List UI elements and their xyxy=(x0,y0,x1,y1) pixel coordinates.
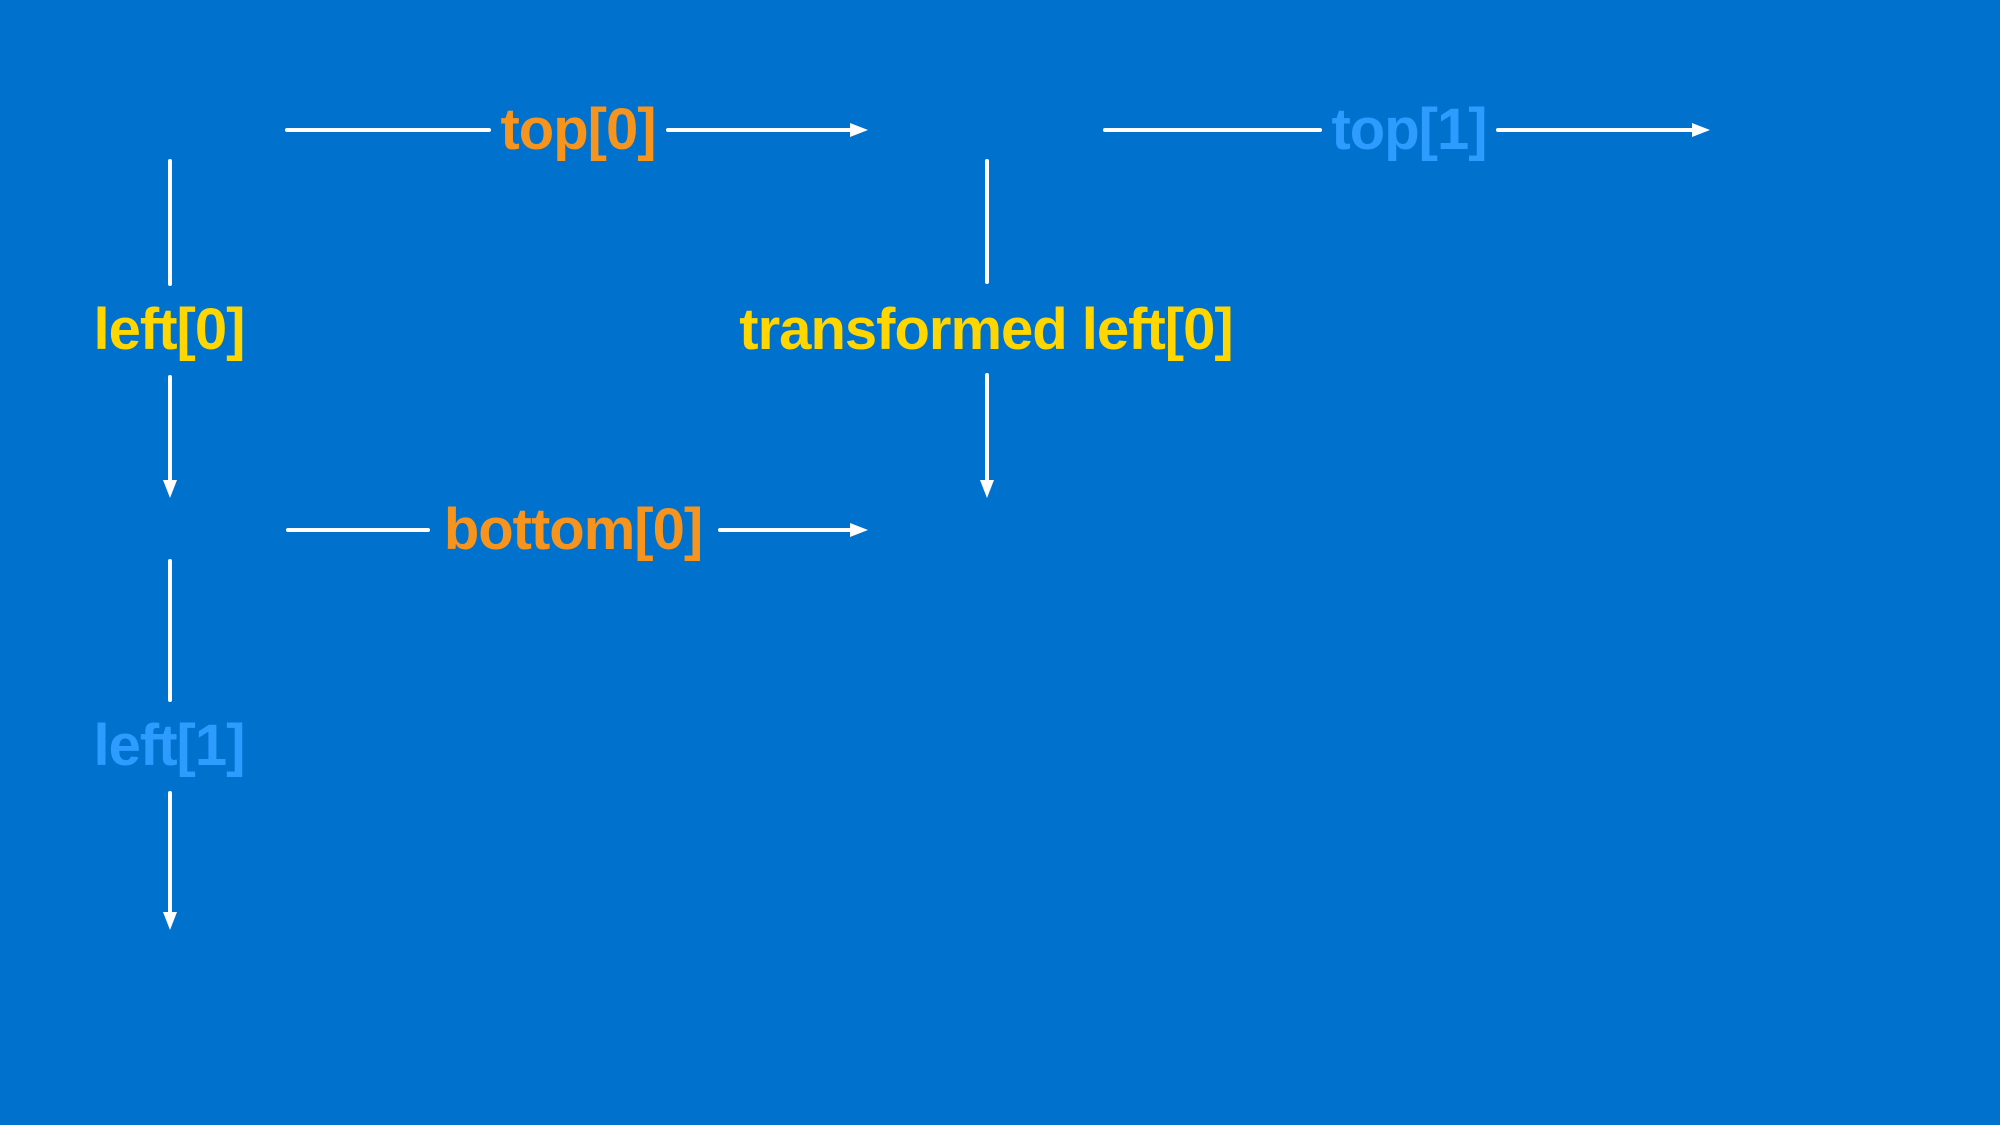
arrowhead-down-icon xyxy=(980,480,994,498)
top0-arrow xyxy=(285,123,868,137)
transformed-left0-arrow xyxy=(980,159,994,498)
bottom0-arrow xyxy=(286,523,868,537)
arrowhead-right-icon xyxy=(850,123,868,137)
arrowhead-down-icon xyxy=(163,480,177,498)
label-top1: top[1] xyxy=(1331,97,1487,162)
top1-arrow xyxy=(1103,123,1710,137)
left0-arrow xyxy=(163,159,177,498)
label-left0: left[0] xyxy=(93,297,246,362)
arrowhead-down-icon xyxy=(163,912,177,930)
arrowhead-right-icon xyxy=(850,523,868,537)
label-top0: top[0] xyxy=(500,97,656,162)
label-transformed-left0: transformed left[0] xyxy=(739,297,1233,362)
label-bottom0: bottom[0] xyxy=(443,497,703,562)
left1-arrow xyxy=(163,559,177,930)
arrowhead-right-icon xyxy=(1692,123,1710,137)
label-left1: left[1] xyxy=(93,713,246,778)
